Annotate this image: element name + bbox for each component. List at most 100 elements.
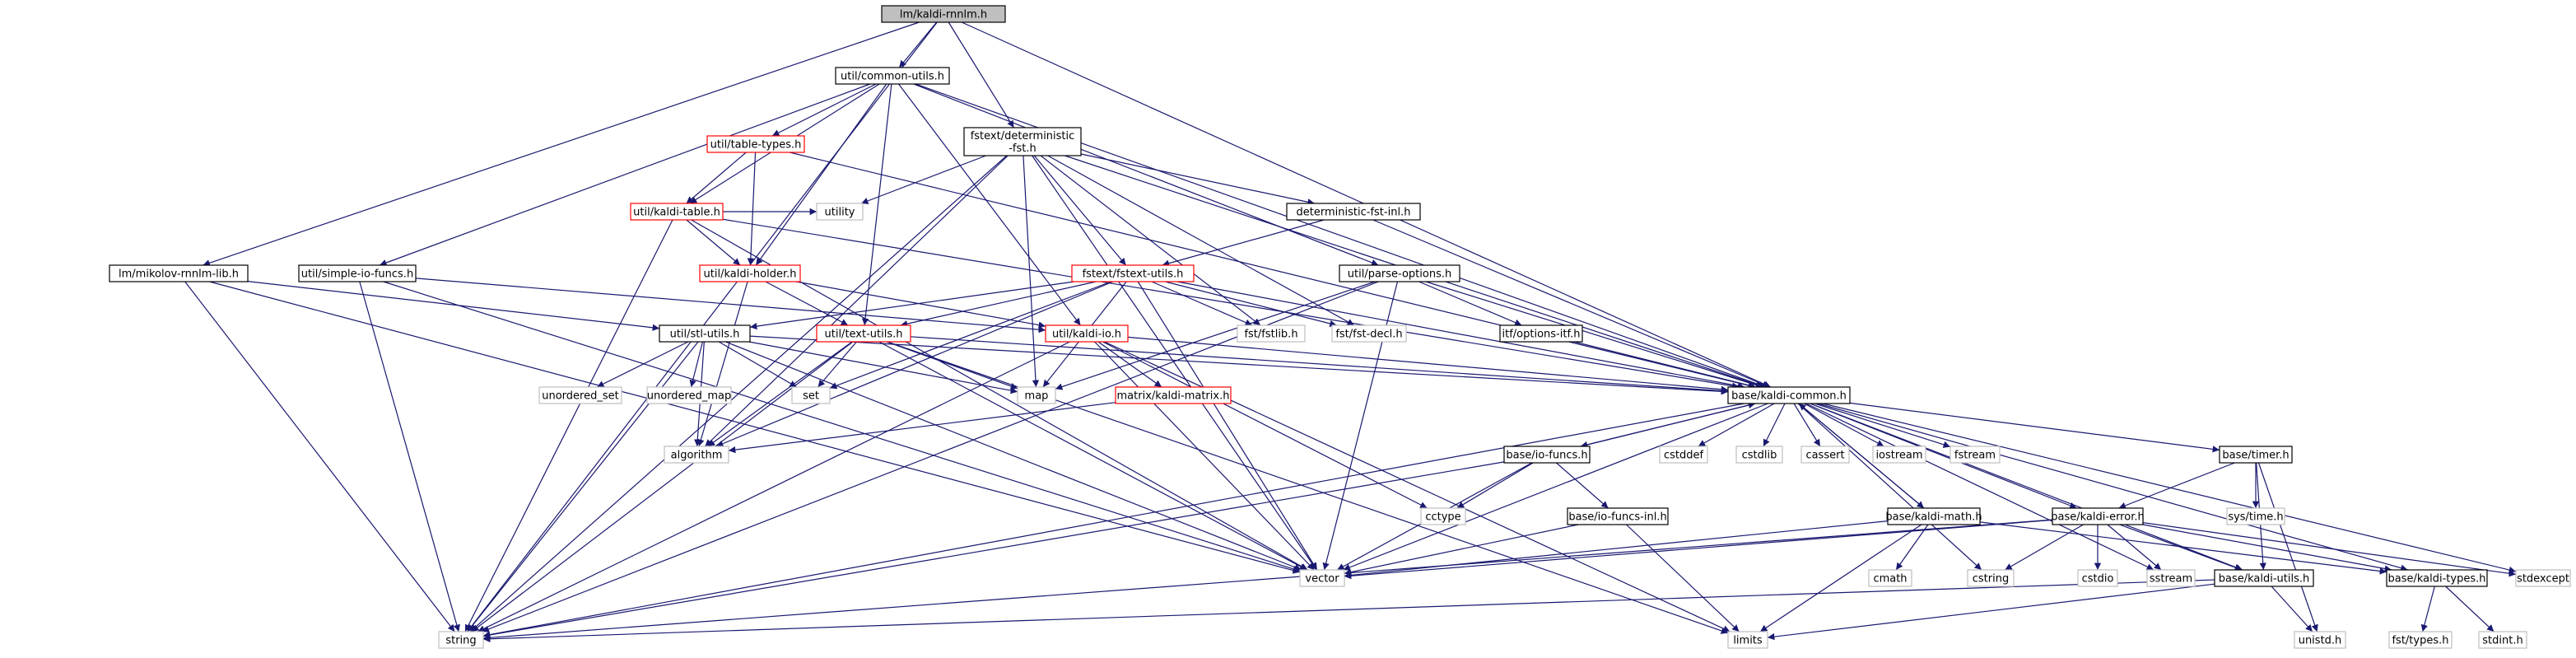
node-box [1286, 203, 1421, 221]
edge-stl-to-string [467, 341, 699, 632]
node-label: utility [825, 207, 855, 219]
edge-stl-to-set [718, 341, 798, 388]
edge-kc-to-string [482, 403, 1745, 638]
edge-kc-to-sstream [1805, 403, 2154, 571]
edge-kutil-to-unistd [2271, 586, 2313, 632]
node-kt[interactable]: util/kaldi-table.h [630, 203, 724, 221]
node-kio[interactable]: util/kaldi-io.h [1045, 324, 1129, 343]
node-po[interactable]: util/parse-options.h [1339, 264, 1460, 282]
node-box [1331, 324, 1407, 343]
edge-fu-to-vector [1137, 281, 1318, 571]
node-label: cstdio [2082, 573, 2114, 586]
node-box [2219, 446, 2293, 464]
node-kc[interactable]: base/kaldi-common.h [1727, 386, 1851, 404]
edge-kerr-to-sstream [2107, 524, 2162, 571]
node-label: fstream [1954, 450, 1996, 462]
node-itf[interactable]: itf/options-itf.h [1499, 324, 1583, 343]
node-fstlib: fst/fstlib.h [1237, 324, 1306, 343]
node-cu[interactable]: util/common-utils.h [835, 67, 950, 85]
node-label: set [803, 390, 819, 403]
edge-po-to-kc [1425, 281, 1763, 389]
edge-kh-to-txt [765, 281, 849, 326]
edge-cu-to-kh [755, 83, 887, 266]
edge-fu-to-algo [715, 281, 1114, 447]
node-cctype: cctype [1420, 507, 1466, 525]
node-box [2386, 569, 2488, 587]
node-label: vector [1305, 573, 1339, 586]
node-dfinl[interactable]: deterministic-fst-inl.h [1286, 203, 1421, 221]
node-box [538, 386, 622, 404]
node-box [2052, 507, 2144, 525]
node-fu[interactable]: fstext/fstext-utils.h [1071, 264, 1195, 282]
node-iof[interactable]: base/io-funcs.h [1503, 446, 1591, 464]
node-kerr[interactable]: base/kaldi-error.h [2051, 507, 2145, 525]
node-tt[interactable]: util/table-types.h [706, 135, 805, 153]
edge-kerr-to-vector [1344, 519, 2053, 580]
node-iofinl[interactable]: base/io-funcs-inl.h [1567, 507, 1669, 525]
node-kutil[interactable]: base/kaldi-utils.h [2214, 569, 2314, 587]
edge-kmath-to-ktypes [1979, 521, 2387, 575]
node-box [1420, 507, 1466, 525]
node-box [2214, 569, 2314, 587]
edge-kc-to-vector [1343, 403, 1768, 571]
node-box [1735, 446, 1783, 464]
edge-timer-to-kerr [2118, 462, 2235, 509]
node-box [1727, 386, 1851, 404]
edge-kmath-to-limits [1759, 524, 1922, 632]
edge-fu-to-fstdecl [1165, 281, 1337, 327]
edge-cu-to-sio [379, 83, 871, 267]
node-sysTime: sys/time.h [2226, 507, 2285, 525]
node-box [1017, 386, 1056, 404]
edge-kc-to-cassert [1793, 403, 1821, 447]
node-stl[interactable]: util/stl-utils.h [659, 324, 751, 343]
node-label: cstdlib [1742, 450, 1777, 462]
node-kmat[interactable]: matrix/kaldi-matrix.h [1115, 386, 1232, 404]
node-box [1872, 446, 1926, 464]
edge-kc-to-fstream [1814, 403, 1951, 448]
edge-sio-to-kio [415, 278, 1046, 334]
node-sio[interactable]: util/simple-io-funcs.h [298, 264, 417, 282]
node-label: cassert [1805, 450, 1844, 462]
edge-kio-to-vector [1094, 341, 1315, 571]
node-stdexcept: stdexcept [2515, 569, 2571, 587]
node-box [630, 203, 724, 221]
node-label: fstext/deterministic-fst.h [971, 130, 1075, 155]
edge-kc-to-iostream [1804, 403, 1884, 447]
edge-txt-to-set [818, 341, 857, 388]
node-kh[interactable]: util/kaldi-holder.h [699, 264, 801, 282]
node-label: itf/options-itf.h [1502, 329, 1581, 341]
node-box [1868, 569, 1912, 587]
node-label: stdexcept [2517, 573, 2569, 586]
node-utility: utility [816, 203, 864, 221]
edge-iof-to-string [482, 461, 1505, 639]
edge-kt-to-kc [722, 218, 1740, 390]
node-root[interactable]: lm/kaldi-rnnlm.h [881, 5, 1006, 23]
node-label: sys/time.h [2228, 511, 2283, 524]
edge-kc-to-stdexcept [1823, 403, 2517, 574]
node-label: deterministic-fst-inl.h [1297, 207, 1411, 219]
node-timer[interactable]: base/timer.h [2219, 446, 2293, 464]
node-txt[interactable]: util/text-utils.h [816, 324, 911, 343]
node-label: unistd.h [2299, 635, 2342, 647]
node-ktypes[interactable]: base/kaldi-types.h [2386, 569, 2488, 587]
edge-cu-to-tt [771, 83, 877, 137]
node-box [1045, 324, 1129, 343]
edge-stl-to-uset [596, 341, 689, 388]
node-algo: algorithm [664, 446, 729, 464]
node-box [1567, 507, 1669, 525]
node-label: util/common-utils.h [841, 71, 944, 83]
edge-mik-to-string [184, 281, 455, 632]
node-fstream: fstream [1949, 446, 2001, 464]
node-mik[interactable]: lm/mikolov-rnnlm-lib.h [109, 264, 249, 282]
node-dfst[interactable]: fstext/deterministic-fst.h [963, 127, 1082, 156]
edge-iof-to-iofinl [1556, 462, 1609, 509]
node-uset: unordered_set [538, 386, 622, 404]
node-box [2515, 569, 2571, 587]
node-kmath[interactable]: base/kaldi-math.h [1885, 507, 1982, 525]
node-cmath: cmath [1868, 569, 1912, 587]
edge-kerr-to-kutil [2119, 524, 2243, 572]
edge-fu-to-txt [900, 281, 1097, 328]
edge-txt-to-limits [887, 341, 1729, 634]
node-label: algorithm [671, 450, 723, 462]
node-label: unordered_set [542, 390, 618, 403]
